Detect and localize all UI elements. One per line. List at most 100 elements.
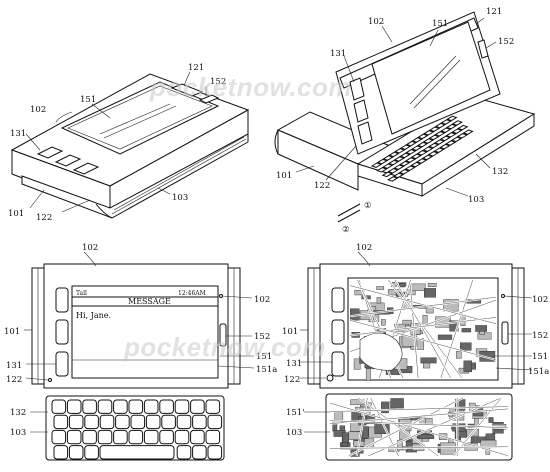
fig3-key [99,414,115,430]
fig3-key [113,429,128,445]
fig3-key [84,445,99,460]
fig2-key [450,136,463,143]
map-block [361,426,369,439]
map-lake [359,332,403,371]
fig3-key [205,399,221,414]
fig2-key [451,120,463,126]
fig3-key [176,445,192,460]
fig3-key [66,399,82,414]
fig3-key [143,429,159,445]
fig2-key [422,138,434,144]
map-road-edge [388,279,463,379]
fig2-key [439,143,451,150]
fig2-key [399,160,411,167]
fig2-key-1 [349,77,365,101]
fig2-key [382,155,394,161]
fig3-label-132: 132 [10,408,26,418]
fig2-label-101: 101 [276,171,292,181]
fig2-key [440,119,452,125]
fig4-side-button [501,321,509,345]
map-road-edge [349,296,497,317]
map-block [452,423,466,432]
map-block [461,328,472,333]
fig2-key [451,128,463,134]
fig3-key [51,429,67,445]
map-block [399,283,406,288]
fig3-keyboard-keys [51,399,223,460]
fig2-label-121: 121 [486,7,502,17]
fig2-key [445,140,457,146]
fig4-label-152: 152 [532,331,548,341]
fig3-key [115,414,130,430]
fig3-status-signal: Tall [76,290,87,297]
fig2-key [427,151,439,157]
fig3-label-103: 103 [10,428,26,438]
fig1-side-button [198,94,220,104]
fig2-key [416,150,428,156]
fig2-label-151: 151 [432,19,448,29]
fig4-soft-key-1 [331,287,345,313]
fig3-key [207,445,223,460]
fig2-key [370,162,383,168]
fig2-key [410,161,422,168]
fig4-soft-key-2 [331,319,345,345]
fig3-label-101: 101 [4,327,20,337]
fig2-key [462,129,474,135]
fig3-key [128,429,144,445]
fig2-key [428,142,440,149]
fig2-key [376,158,388,165]
fig2-key [393,156,405,162]
fig2-keyboard-keys [370,115,474,182]
fig2-key [387,159,400,166]
fig2-key [422,146,434,152]
fig3-key [113,399,128,414]
map-block [488,417,494,423]
fig2-key [393,164,405,170]
fig3-key [205,429,221,445]
fig2-key [399,144,412,150]
map-block [353,358,361,370]
fig4-label-151: 151 [532,352,548,362]
map-block [409,283,426,292]
fig4-label-151a: 151a [528,367,549,377]
fig4-mic-dot [326,374,334,382]
fig2-key [411,137,423,143]
fig3-label-102-right: 102 [254,295,270,305]
fig1-label-131: 131 [10,129,26,139]
map-block [365,368,371,381]
map-road-edge [394,279,451,379]
fig4-label-122: 122 [284,375,300,385]
map-block [381,319,386,326]
map-block [390,398,404,409]
fig3-key [207,414,223,430]
map-block [475,325,487,332]
fig2-key [411,145,423,151]
fig3-key [190,429,205,445]
fig3-label-151a: 151a [256,365,277,375]
fig2-key-2 [353,99,369,123]
map-road-edge [440,279,473,379]
fig4-front-view-map: 102 102 101 152 151 151a 131 122 151' 10… [282,243,549,461]
fig3-label-151: 151 [256,352,272,362]
fig3-space-key [99,445,175,460]
fig3-mic-dot [48,378,52,382]
fig3-key [174,429,190,445]
fig1-speaker [170,83,204,97]
map-block [460,342,472,351]
fig2-display [371,21,491,135]
fig2-key [417,133,429,140]
fig2-key [445,123,458,130]
fig3-key [143,399,159,414]
fig3-key [176,414,192,430]
fig3-status-time: 12:46AM [178,290,206,297]
fig1-key-2 [54,154,82,167]
fig1-display [60,81,220,155]
map-block [376,286,385,290]
fig2-key [440,127,452,133]
fig4-label-103: 103 [286,428,302,438]
fig2-key [388,151,400,158]
map-road-edge [329,420,509,429]
map-road-edge [329,446,509,449]
map-block [479,331,485,335]
fig2-key [421,154,434,161]
